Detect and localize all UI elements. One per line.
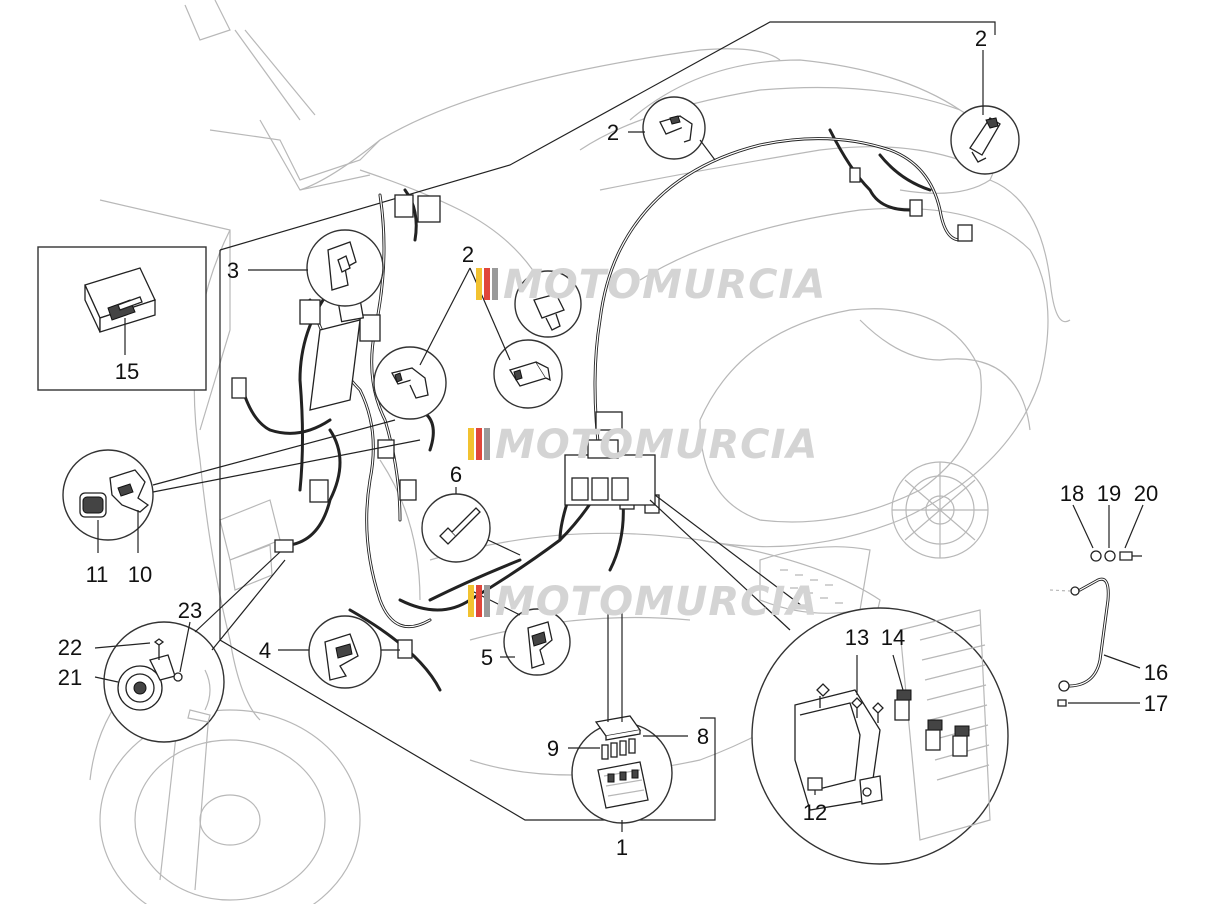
label-14: 14	[881, 625, 905, 650]
callout-parts-10-11: 11 10	[62, 419, 421, 587]
callout-part-2-center	[493, 339, 563, 409]
callout-part-4: 4	[259, 615, 400, 689]
label-21: 21	[58, 665, 82, 690]
label-12: 12	[803, 800, 827, 825]
label-group-1: 1	[616, 820, 628, 860]
watermark-text-3: MOTOMURCIA	[495, 579, 818, 625]
label-6: 6	[450, 462, 462, 487]
watermark-3: MOTOMURCIA	[468, 579, 818, 625]
callout-part-2-upper	[514, 270, 582, 338]
ferrite-core-part	[84, 267, 156, 333]
callout-part-6: 6	[421, 462, 521, 563]
callout-part-3: 3	[227, 229, 384, 307]
callout-parts-12-13-14: 13 14 12	[649, 494, 1009, 865]
callout-part-2-top-left: 2	[607, 96, 716, 161]
leaders-part-2-middle: 2	[419, 242, 511, 366]
inset-box-part-15: 15	[37, 246, 207, 391]
label-22: 22	[58, 635, 82, 660]
label-16: 16	[1144, 660, 1168, 685]
label-17: 17	[1144, 691, 1168, 716]
label-1: 1	[616, 835, 628, 860]
label-5: 5	[481, 645, 493, 670]
label-18: 18	[1060, 481, 1084, 506]
label-20: 20	[1134, 481, 1158, 506]
callout-part-2-top-right: 2	[950, 26, 1020, 175]
callout-parts-8-9: 9 8	[547, 610, 709, 824]
label-11: 11	[86, 562, 109, 587]
label-10: 10	[128, 562, 152, 587]
label-23: 23	[178, 598, 202, 623]
label-15: 15	[115, 359, 139, 384]
watermark-1: MOTOMURCIA	[476, 262, 826, 308]
label-2-middle: 2	[462, 242, 474, 267]
callout-part-2-left	[373, 346, 447, 420]
label-8: 8	[697, 724, 709, 749]
floor-grip-dots	[780, 569, 843, 604]
callout-part-5: 5	[469, 589, 571, 676]
watermark-text-2: MOTOMURCIA	[495, 422, 818, 468]
watermark-text-1: MOTOMURCIA	[503, 262, 826, 308]
ground-cable-parts-16-20: 18 19 20 16 17	[1049, 481, 1168, 716]
label-3: 3	[227, 258, 239, 283]
watermark-2: MOTOMURCIA	[468, 422, 818, 468]
label-13: 13	[845, 625, 869, 650]
label-19: 19	[1097, 481, 1121, 506]
label-9: 9	[547, 736, 559, 761]
label-2-top-right: 2	[975, 26, 987, 51]
callout-parts-21-22-23: 22 21 23	[58, 551, 286, 743]
label-2-top-left: 2	[607, 120, 619, 145]
label-4: 4	[259, 638, 271, 663]
